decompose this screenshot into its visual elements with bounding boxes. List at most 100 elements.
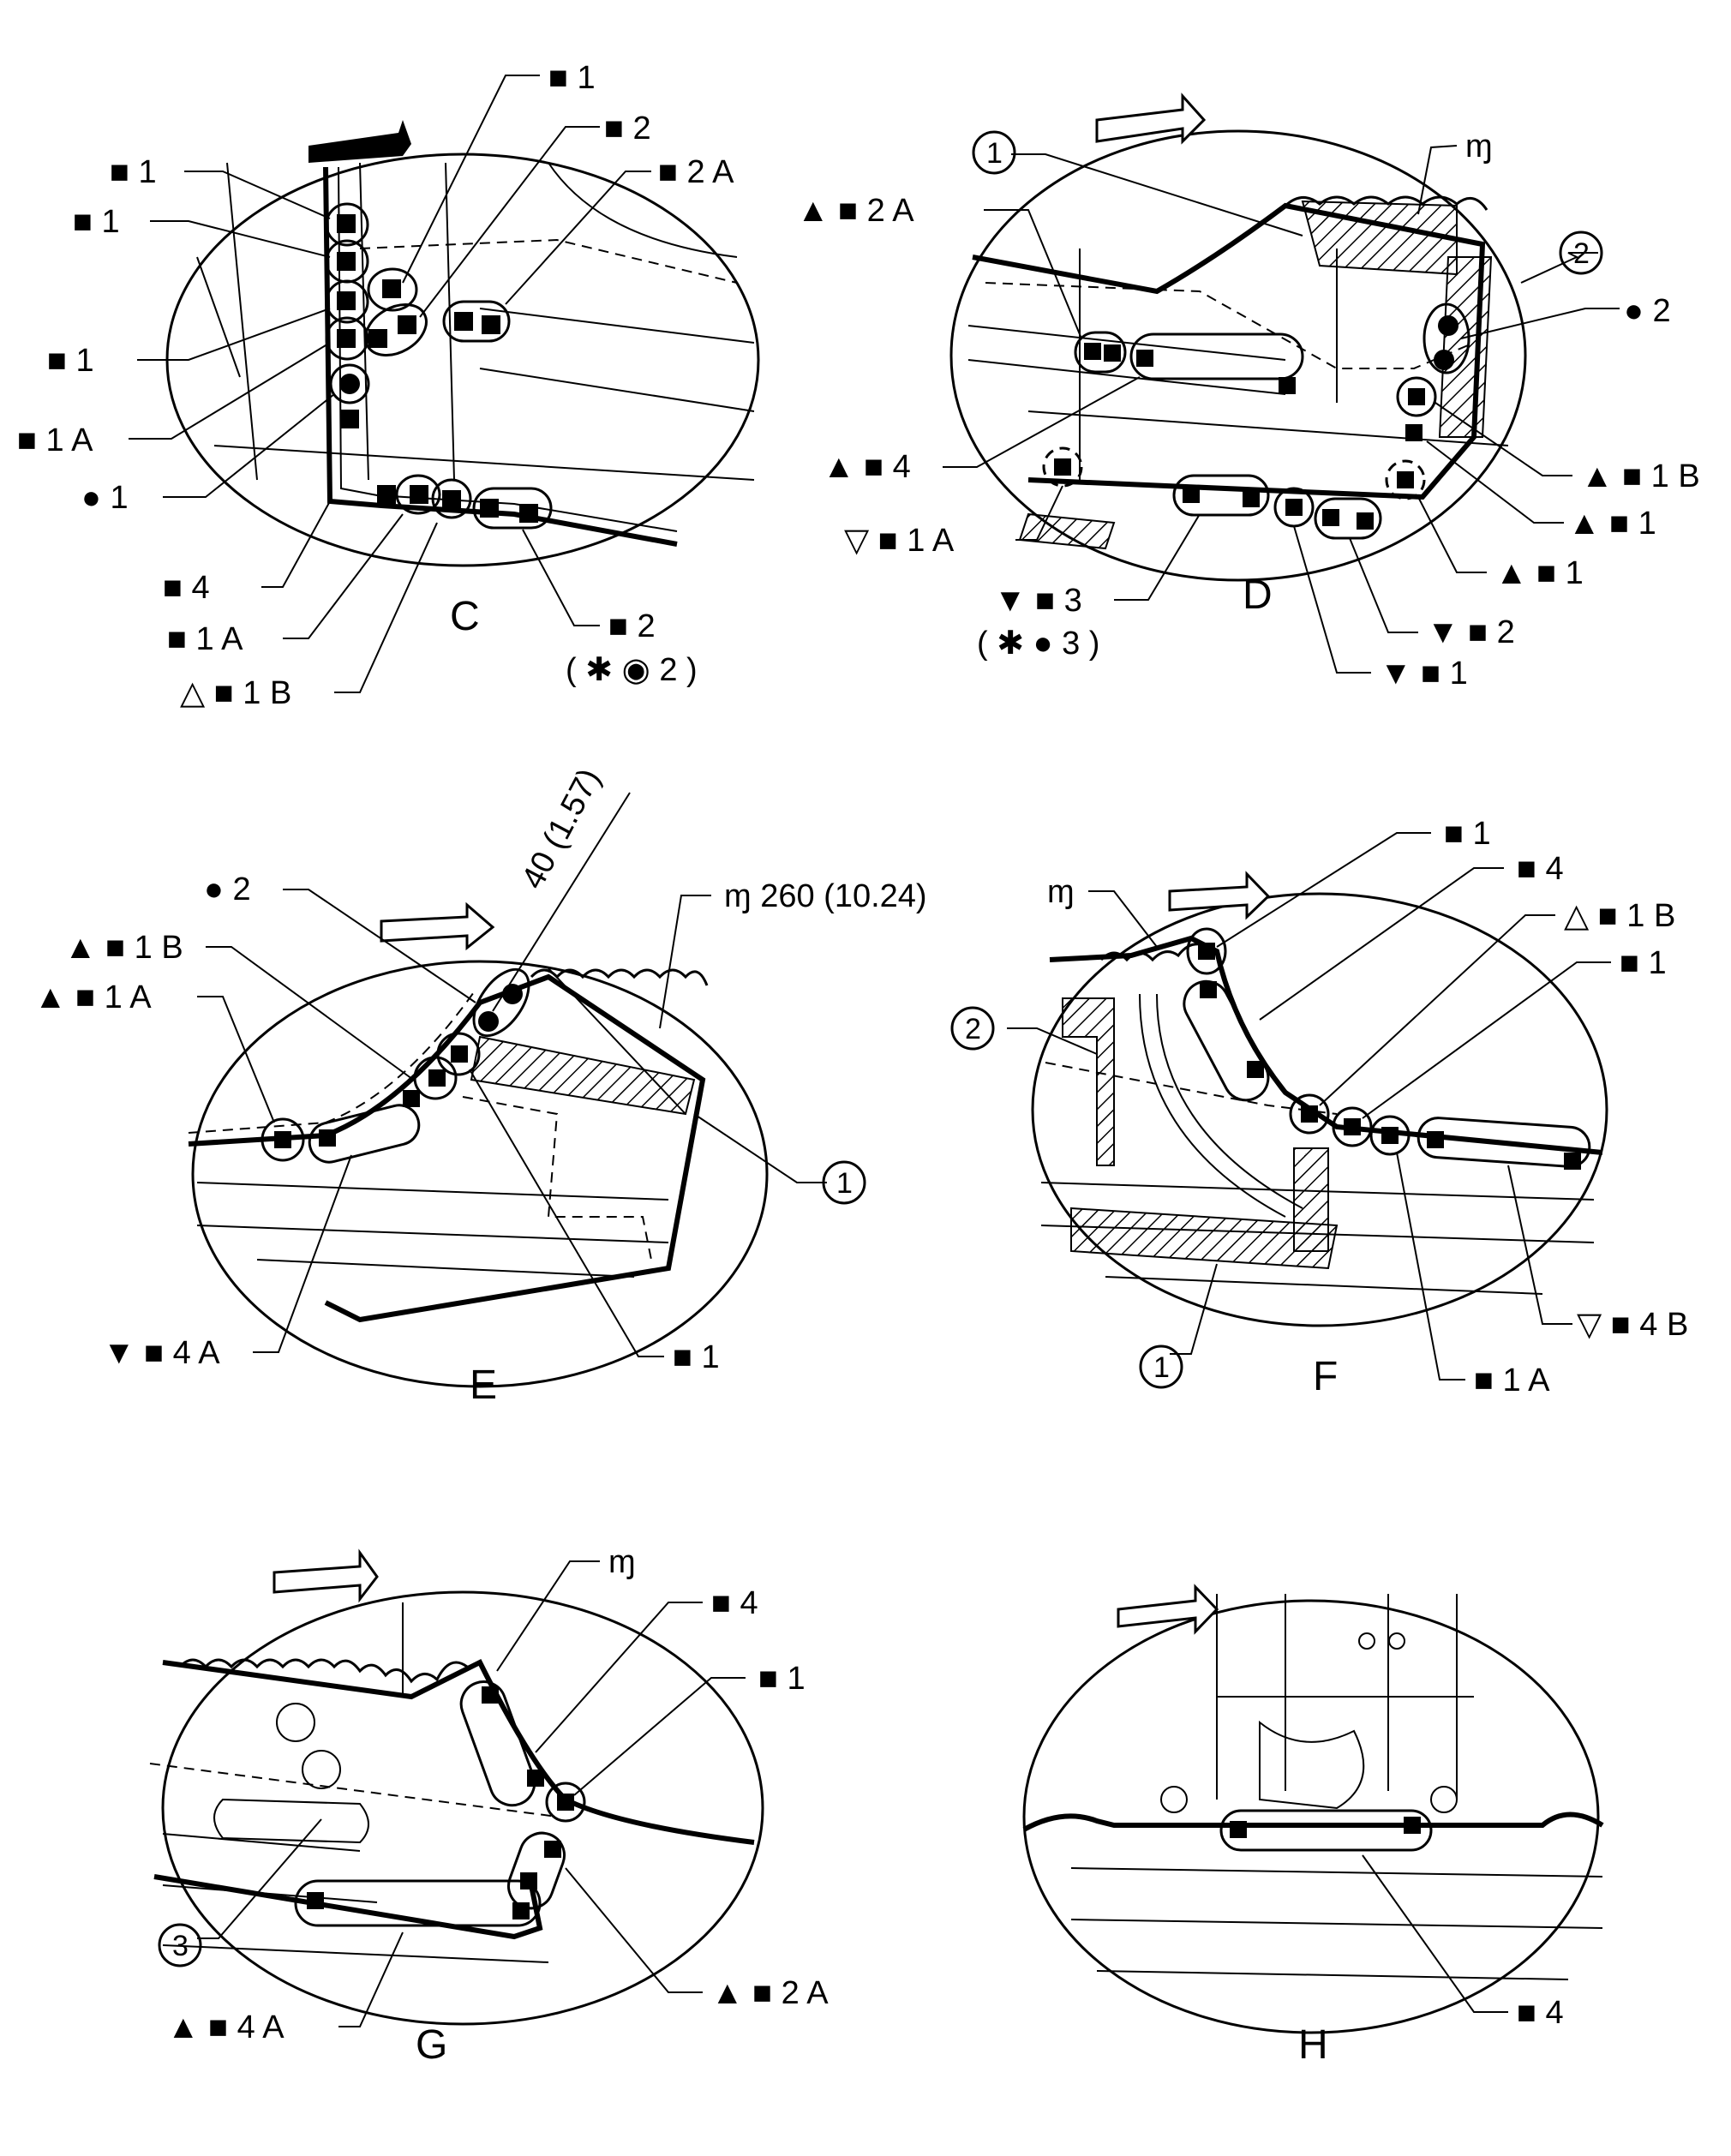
weld-square-mark bbox=[557, 1794, 574, 1811]
view-h-structure-lines bbox=[1070, 1594, 1603, 1980]
weld-square-mark bbox=[410, 485, 428, 504]
leader-line bbox=[1011, 153, 1303, 237]
view-c-enclosure bbox=[329, 363, 370, 404]
view-f: 2 1 ɱ ■ 1 ■ 4 △ ■ 1 B ■ 1 ▽ ■ 4 B ■ 1 A … bbox=[950, 816, 1688, 1399]
weld-square-mark bbox=[1404, 1817, 1421, 1834]
view-g-label: ɱ bbox=[608, 1544, 636, 1580]
view-e-label: ɱ 260 (10.24) bbox=[724, 878, 927, 914]
view-e-label: ■ 1 bbox=[673, 1339, 720, 1375]
leader-line bbox=[1319, 914, 1555, 1106]
callout-number: 1 bbox=[1153, 1351, 1170, 1384]
view-g-label: ▲ ■ 2 A bbox=[711, 1975, 829, 2011]
view-g-seam-weld bbox=[178, 1658, 468, 1684]
view-e-enclosure bbox=[261, 1117, 305, 1162]
weld-square-mark bbox=[1183, 486, 1200, 503]
view-f-direction-arrow bbox=[1168, 871, 1271, 920]
view-d-label: ▲ ■ 4 bbox=[823, 449, 911, 485]
weld-square-mark bbox=[340, 410, 359, 428]
weld-square-mark bbox=[482, 315, 500, 334]
view-e-label: ▲ ■ 1 A bbox=[34, 979, 152, 1015]
view-d-label: ▼ ■ 2 bbox=[1427, 614, 1515, 650]
weld-square-mark bbox=[403, 1090, 420, 1107]
view-e-enclosure bbox=[308, 1104, 421, 1164]
leader-line bbox=[1293, 525, 1371, 674]
view-d-outline bbox=[949, 129, 1527, 582]
view-d-label: ▼ ■ 3 bbox=[994, 583, 1082, 619]
leader-line bbox=[535, 1602, 703, 1753]
weld-square-mark bbox=[544, 1841, 561, 1858]
leader-line bbox=[1362, 1854, 1508, 2013]
weld-square-mark bbox=[1200, 981, 1217, 998]
view-c-caption: C bbox=[450, 594, 480, 639]
callout-circle-1 bbox=[822, 1160, 866, 1205]
view-f-enclosure bbox=[1289, 1093, 1330, 1135]
leader-line bbox=[1362, 961, 1611, 1119]
view-c-hidden-line bbox=[359, 238, 738, 284]
leader-line bbox=[505, 171, 651, 305]
view-f-enclosure bbox=[1417, 1117, 1591, 1168]
view-c-label: ■ 1 bbox=[548, 60, 596, 96]
weld-square-mark bbox=[442, 490, 461, 509]
leader-line bbox=[1088, 890, 1158, 948]
leader-line bbox=[283, 889, 476, 1003]
view-c-curve bbox=[548, 162, 738, 258]
view-e-enclosure bbox=[436, 1032, 481, 1076]
view-c-label: ■ 1 A bbox=[167, 621, 243, 657]
leader-line bbox=[137, 308, 331, 361]
view-c-label: ● 1 bbox=[81, 480, 129, 516]
weld-square-mark bbox=[382, 279, 401, 298]
view-f-label: ■ 1 bbox=[1620, 945, 1667, 981]
leader-line bbox=[1007, 1027, 1098, 1055]
view-f-curve bbox=[1139, 993, 1303, 1218]
leader-line bbox=[1259, 867, 1504, 1021]
view-c-flange bbox=[323, 166, 678, 547]
view-d-label: ▲ ■ 1 bbox=[1568, 506, 1656, 542]
leader-line bbox=[1015, 485, 1063, 541]
leader-line bbox=[469, 1069, 664, 1357]
weld-square-mark bbox=[1136, 350, 1153, 367]
leader-line bbox=[573, 1677, 746, 1796]
view-c: ■ 1 ■ 2 ■ 2 A ■ 1 ■ 1 ■ 1 ■ 1 A ● 1 ■ 4 … bbox=[17, 60, 760, 711]
view-d-label: ( ✱ ● 3 ) bbox=[977, 626, 1099, 662]
view-e-seam-weld bbox=[530, 968, 709, 986]
view-c-enclosure bbox=[431, 478, 472, 519]
leader-line bbox=[1396, 1152, 1465, 1380]
weld-square-mark bbox=[1381, 1127, 1399, 1144]
view-c-enclosure bbox=[364, 303, 428, 356]
view-f-hatch-area bbox=[1293, 1147, 1329, 1252]
view-d-caption: D bbox=[1243, 572, 1273, 618]
leader-line bbox=[334, 522, 438, 693]
view-f-enclosure bbox=[1369, 1115, 1411, 1156]
view-c-enclosure bbox=[367, 267, 418, 312]
leader-line bbox=[1520, 252, 1598, 284]
view-g-hidden-line bbox=[149, 1763, 558, 1818]
leader-line bbox=[943, 376, 1141, 468]
view-g-label: ■ 1 bbox=[758, 1661, 806, 1697]
leader-line bbox=[283, 513, 404, 639]
weld-square-mark bbox=[1344, 1118, 1361, 1135]
view-c-label: △ ■ 1 B bbox=[180, 675, 291, 711]
callout-circle-1 bbox=[1139, 1345, 1183, 1389]
callout-number: 2 bbox=[965, 1013, 981, 1045]
view-f-label: ▽ ■ 4 B bbox=[1577, 1307, 1688, 1343]
view-c-label: ■ 1 bbox=[73, 204, 120, 240]
view-g-label: ■ 4 bbox=[711, 1585, 758, 1621]
view-g-enclosure bbox=[459, 1680, 536, 1807]
view-d-enclosure bbox=[1074, 331, 1127, 374]
leader-line bbox=[419, 126, 600, 318]
leader-line bbox=[253, 1154, 352, 1353]
leader-line bbox=[1114, 513, 1201, 601]
view-f-hatch-area bbox=[1070, 1207, 1339, 1270]
view-c-label: ( ✱ ◉ 2 ) bbox=[566, 652, 698, 688]
leader-line bbox=[206, 946, 416, 1082]
view-d-enclosure bbox=[1385, 459, 1426, 500]
view-h-hole bbox=[1430, 1786, 1458, 1813]
weld-square-mark bbox=[307, 1892, 324, 1909]
callout-circle-2 bbox=[950, 1006, 995, 1051]
view-c-label: ■ 2 bbox=[604, 111, 651, 147]
view-g-direction-arrow bbox=[273, 1548, 379, 1603]
view-h-enclosure bbox=[1219, 1809, 1433, 1852]
view-g-hole bbox=[276, 1703, 315, 1742]
